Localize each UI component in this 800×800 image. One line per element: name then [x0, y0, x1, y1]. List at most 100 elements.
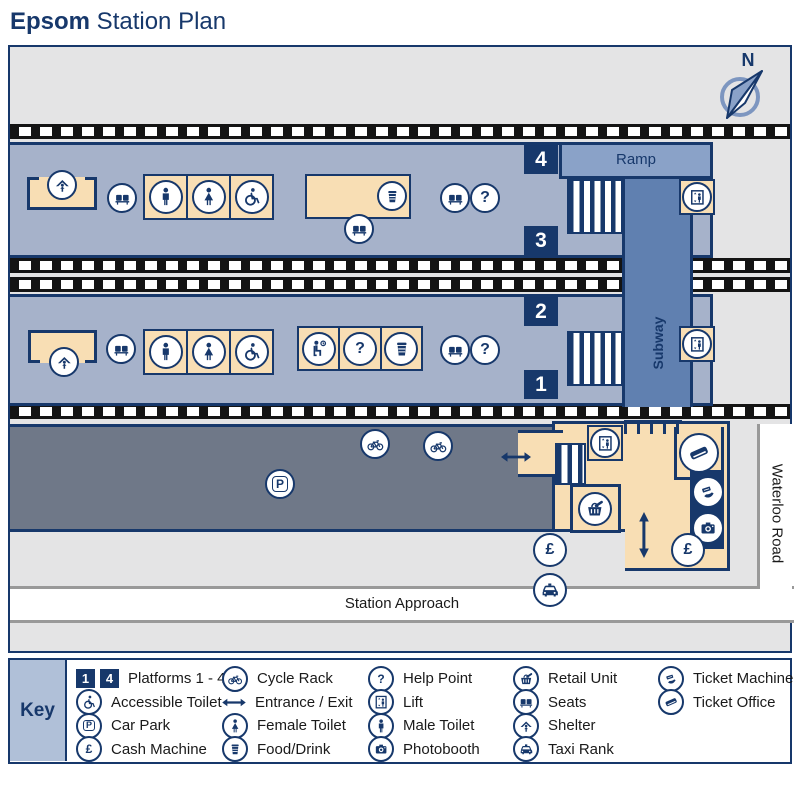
help-point-icon: ? — [368, 665, 394, 692]
toilet-cell — [231, 176, 272, 218]
cash-machine-icon: £ — [76, 736, 102, 763]
key-item-label: Entrance / Exit — [255, 693, 353, 711]
photobooth-icon — [368, 736, 394, 763]
key-item: Taxi Rank — [513, 736, 617, 763]
lift-icon — [368, 689, 394, 716]
female-toilet-icon — [191, 335, 226, 369]
male-toilet-icon — [148, 180, 183, 214]
page-title-rest: Station Plan — [90, 8, 227, 35]
male-toilet-icon — [368, 712, 394, 739]
key-item: Lift — [368, 689, 480, 716]
waiting-room-icon — [301, 331, 336, 366]
key-title-box: Key — [10, 660, 67, 761]
cash-machine-icon: £ — [671, 533, 705, 567]
key-column-5: Ticket Machine Ticket Office — [658, 665, 793, 716]
key-item-label: Retail Unit — [548, 670, 618, 688]
key-item-label: Platforms 1 - 4 — [128, 670, 226, 688]
entrance-exit-icon — [222, 697, 246, 708]
cash-machine-icon: £ — [533, 533, 567, 567]
key-item-label: Photobooth — [403, 740, 480, 758]
key-item-label: Help Point — [403, 670, 473, 688]
stairs-platform-2-1 — [567, 331, 623, 386]
platform-1-key-square: 1 — [76, 669, 95, 689]
seats-icon — [440, 183, 470, 213]
accessible-toilet-icon — [234, 335, 269, 369]
key-item-label: Shelter — [548, 717, 596, 735]
food-drink-icon — [377, 181, 407, 211]
platform-1-label: 1 — [524, 370, 558, 399]
station-approach-road — [10, 586, 794, 623]
key-panel: Key 1 4 Platforms 1 - 4 Accessible Toile… — [8, 658, 793, 764]
lift-icon — [682, 329, 712, 359]
key-item: Seats — [513, 689, 617, 716]
key-item-label: Car Park — [111, 717, 171, 735]
male-toilet-icon — [148, 335, 183, 369]
subway-passage — [622, 178, 693, 407]
station-map: N Subway Ramp ? 4 3 — [8, 45, 794, 653]
key-item: Ticket Office — [658, 689, 793, 716]
seats-icon — [106, 334, 136, 364]
ramp: Ramp — [559, 142, 713, 179]
toilet-block-platform-4-3 — [143, 174, 274, 220]
key-item-label: Female Toilet — [257, 717, 346, 735]
key-column-2: Cycle Rack Entrance / Exit Female Toilet… — [222, 665, 353, 763]
entrance-exit-icon — [497, 450, 535, 464]
key-item: Photobooth — [368, 736, 480, 763]
key-item-label: Cash Machine — [111, 740, 207, 758]
key-item: Ticket Machine — [658, 665, 793, 692]
toilet-cell — [188, 331, 231, 373]
food-drink-icon — [222, 736, 248, 763]
key-item-label: Cycle Rack — [257, 670, 333, 688]
key-item: £ Cash Machine — [76, 736, 226, 763]
ticket-office-icon — [658, 689, 684, 716]
platform-3-label: 3 — [524, 226, 558, 255]
toilet-cell — [145, 176, 188, 218]
help-point-icon: ? — [342, 331, 377, 366]
seats-icon — [513, 689, 539, 716]
taxi-rank-icon — [513, 736, 539, 763]
key-item: Cycle Rack — [222, 665, 353, 692]
seats-icon — [107, 183, 137, 213]
amenity-cell: ? — [340, 328, 382, 369]
help-point-icon: ? — [470, 335, 500, 365]
seats-icon — [440, 335, 470, 365]
key-item: Retail Unit — [513, 665, 618, 692]
key-item: P Car Park — [76, 712, 226, 739]
key-item: Food/Drink — [222, 736, 353, 763]
female-toilet-icon — [191, 180, 226, 214]
key-item-label: Male Toilet — [403, 717, 475, 735]
accessible-toilet-icon — [76, 689, 102, 716]
female-toilet-icon — [222, 712, 248, 739]
food-drink-icon — [384, 331, 419, 366]
compass-north-label: N — [741, 50, 755, 70]
lift-icon — [682, 182, 712, 212]
ticket-machine-icon — [658, 665, 684, 692]
platform-2-label: 2 — [524, 297, 558, 326]
shelter-icon — [47, 170, 77, 200]
key-column-3: ? Help Point Lift Male Toilet Photobooth — [368, 665, 480, 763]
shelter-icon — [49, 347, 79, 377]
subway-label: Subway — [650, 316, 666, 370]
page-title: Epsom Station Plan — [10, 8, 226, 36]
station-approach-label: Station Approach — [344, 595, 460, 612]
ticket-office-icon — [679, 433, 719, 473]
compass-icon — [710, 61, 770, 127]
subway-gateline — [624, 420, 682, 434]
ticket-machine-icon — [692, 476, 724, 508]
car-park-icon: P — [76, 712, 102, 739]
cycle-rack-icon — [222, 665, 248, 692]
toilet-cell — [231, 331, 272, 373]
cycle-rack-icon — [423, 431, 453, 461]
railway-track-2 — [10, 258, 790, 273]
retail-unit-icon — [513, 665, 539, 692]
waterloo-road-label: Waterloo Road — [768, 463, 786, 564]
railway-track-1 — [10, 124, 790, 139]
toilet-block-platform-2-1 — [143, 329, 274, 375]
key-item-label: Seats — [548, 693, 587, 711]
lift-icon — [590, 428, 620, 458]
key-item: Entrance / Exit — [222, 691, 353, 715]
accessible-toilet-icon — [234, 180, 269, 214]
car-park-icon: P — [265, 469, 295, 499]
taxi-rank-icon — [533, 573, 567, 607]
